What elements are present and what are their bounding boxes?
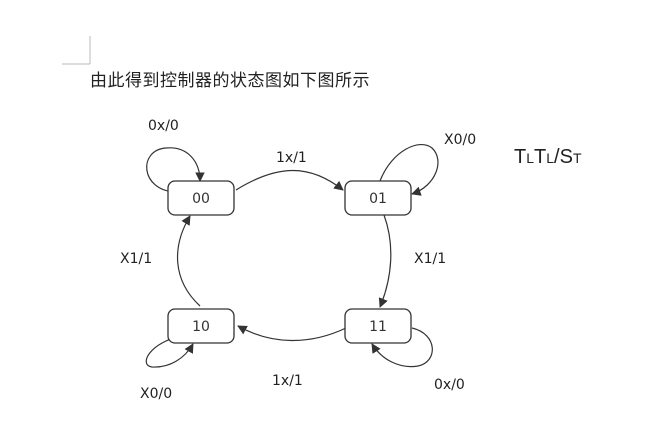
svg-text:00: 00 [192,191,210,207]
svg-text:01: 01 [369,191,387,207]
equation-annotation: TLTL/ST [514,146,582,168]
edge-01-self [379,143,439,196]
edge-01-to-11 [378,214,392,308]
svg-text:10: 10 [192,319,210,335]
edge-00-to-01 [235,169,344,191]
label-self-01: X0/0 [444,132,476,148]
state-11: 11 [344,308,412,344]
edge-10-to-00 [176,215,201,307]
label-self-10: X0/0 [140,386,172,402]
edge-11-self [371,327,433,368]
label-self-11: 0x/0 [434,377,465,393]
edge-00-self [146,147,205,193]
edge-11-to-10 [237,325,347,342]
label-00-to-01: 1x/1 [276,150,307,166]
state-10: 10 [167,308,235,344]
caption-text: 由此得到控制器的状态图如下图所示 [90,71,370,91]
label-10-to-00: X1/1 [120,251,152,267]
page-corner-marks [62,36,91,65]
label-self-00: 0x/0 [148,118,179,134]
state-00: 00 [167,180,235,216]
label-01-to-11: X1/1 [414,251,446,267]
state-01: 01 [344,180,412,216]
svg-text:11: 11 [369,319,387,335]
label-11-to-10: 1x/1 [272,373,303,389]
edge-10-self [145,335,194,368]
